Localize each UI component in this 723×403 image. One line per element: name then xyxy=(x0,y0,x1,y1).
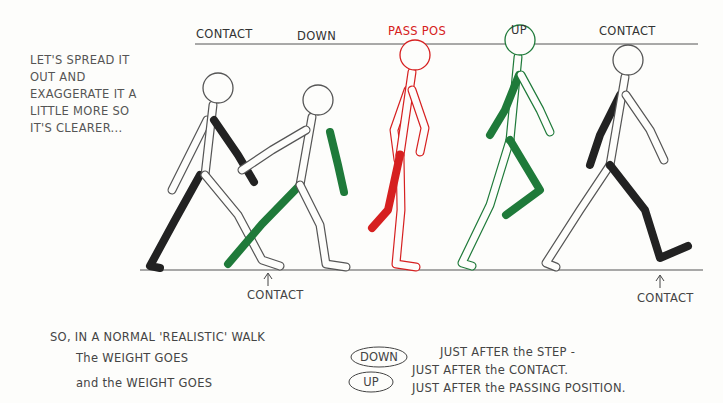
head-height-line xyxy=(195,44,698,45)
limb-inner xyxy=(546,165,610,267)
node-text: UP xyxy=(348,371,394,393)
limb-inner xyxy=(400,72,412,155)
ground-line xyxy=(140,269,703,270)
contact-label: CONTACT xyxy=(637,291,694,305)
circled-text: DOWN xyxy=(360,350,398,364)
figure-head xyxy=(400,40,430,70)
explanation-text: JUST AFTER the CONTACT. xyxy=(412,363,568,377)
ellipse-outline xyxy=(351,347,407,367)
circled-text: UP xyxy=(363,375,378,389)
filled-limb xyxy=(490,75,519,135)
figure-head xyxy=(303,85,333,115)
outlined-limb xyxy=(462,140,510,266)
filled-limb xyxy=(330,132,344,192)
contact-arrow xyxy=(660,276,661,288)
outlined-limb xyxy=(172,120,207,190)
contact-arrowhead xyxy=(656,275,664,281)
outlined-limb xyxy=(546,165,610,267)
side-note: LET'S SPREAD IT OUT AND EXAGGERATE IT A … xyxy=(30,52,142,137)
outlined-limb xyxy=(300,185,346,267)
filled-limb xyxy=(610,165,688,258)
outlined-limb xyxy=(610,77,625,165)
limb-inner xyxy=(610,77,625,165)
figure-head xyxy=(613,45,643,75)
ellipse-outline xyxy=(349,372,393,392)
explanation-text: and the WEIGHT GOES xyxy=(76,376,212,390)
figure-head xyxy=(203,73,233,103)
limb-inner xyxy=(412,90,425,152)
limb-inner xyxy=(242,130,306,170)
filled-limb xyxy=(372,155,400,228)
filled-limb xyxy=(228,185,300,264)
top-pose-label: PASS POS xyxy=(388,24,446,38)
outlined-limb xyxy=(521,75,550,132)
limb-inner xyxy=(205,105,213,175)
walk-figures xyxy=(150,25,688,268)
limb-inner xyxy=(626,95,664,160)
circled-word: DOWN xyxy=(350,346,408,368)
node-text: DOWN xyxy=(350,346,408,368)
contact-arrow xyxy=(268,274,269,286)
outlined-limb xyxy=(242,130,306,170)
explanation-text: The WEIGHT GOES xyxy=(76,351,188,365)
top-pose-label: UP xyxy=(511,23,527,37)
limb-inner xyxy=(462,140,510,266)
limb-inner xyxy=(521,75,550,132)
contact-arrowhead xyxy=(264,273,272,279)
explanation-text: SO, IN A NORMAL 'REALISTIC' WALK xyxy=(50,330,265,344)
filled-limb xyxy=(506,140,540,215)
outlined-limb xyxy=(412,90,425,152)
top-pose-label: CONTACT xyxy=(196,27,253,41)
contact-label: CONTACT xyxy=(247,288,304,302)
filled-limb xyxy=(214,120,254,182)
explanation-text: JUST AFTER the PASSING POSITION. xyxy=(412,381,626,395)
circled-word: UP xyxy=(348,371,394,393)
limb-inner xyxy=(172,120,207,190)
explanation-text: JUST AFTER the STEP - xyxy=(440,345,575,359)
top-pose-label: DOWN xyxy=(297,29,336,43)
outlined-limb xyxy=(205,105,213,175)
outlined-limb xyxy=(626,95,664,160)
outlined-limb xyxy=(400,72,412,155)
limb-inner xyxy=(300,185,346,267)
top-pose-label: CONTACT xyxy=(599,24,656,38)
